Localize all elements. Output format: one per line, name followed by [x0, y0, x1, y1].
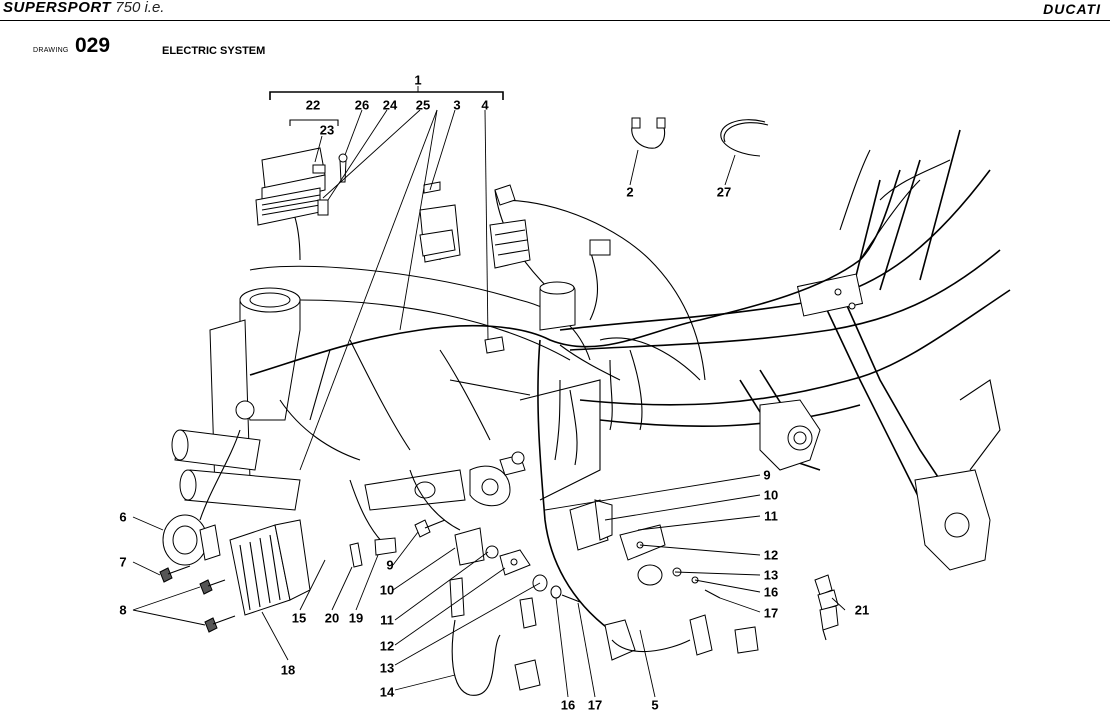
callout-7: 7 — [119, 554, 127, 570]
callout-18: 18 — [280, 662, 296, 678]
cable-tie-27-illustration — [720, 119, 769, 157]
bolts-illustration — [159, 565, 236, 633]
fuse-box-illustration — [255, 147, 348, 226]
callout-24: 24 — [382, 97, 398, 113]
callout-5: 5 — [651, 697, 659, 713]
model-title: SUPERSPORT 750 i.e. — [3, 0, 164, 16]
callout-10-left: 10 — [379, 582, 395, 598]
cable-clip-2-illustration — [631, 117, 666, 149]
drawing-number: 029 — [75, 34, 111, 57]
spark-plug-illustration — [814, 574, 839, 641]
callout-26: 26 — [354, 97, 370, 113]
callout-25: 25 — [415, 97, 431, 113]
model-variant: 750 i.e. — [115, 0, 165, 16]
steering-head-illustration — [171, 265, 601, 511]
callout-11-left: 11 — [380, 612, 394, 628]
drawing-label: DRAWING — [33, 47, 69, 54]
header-rule — [0, 20, 1110, 21]
callout-16-bottom: 16 — [560, 697, 576, 713]
callout-9-left: 9 — [386, 557, 394, 573]
leader-lines — [132, 109, 846, 698]
callout-11-right: 11 — [764, 508, 778, 524]
callout-15: 15 — [291, 610, 307, 626]
frame-illustration — [559, 129, 1011, 571]
group-bracket-22 — [289, 119, 339, 126]
callout-10-right: 10 — [763, 487, 779, 503]
page-header: SUPERSPORT 750 i.e. DUCATI — [0, 0, 1110, 20]
model-name: SUPERSPORT — [3, 0, 112, 16]
callout-6: 6 — [119, 509, 127, 525]
callout-20: 20 — [324, 610, 340, 626]
callout-27: 27 — [716, 184, 732, 200]
group-bracket-1 — [269, 86, 504, 100]
callout-17-bottom: 17 — [587, 697, 603, 713]
callout-1: 1 — [414, 72, 422, 88]
drawing-title: ELECTRIC SYSTEM — [162, 45, 266, 57]
callout-22: 22 — [305, 97, 321, 113]
callout-4: 4 — [481, 97, 489, 113]
callout-2: 2 — [626, 184, 634, 200]
callout-16-right: 16 — [763, 584, 779, 600]
horn-illustration — [162, 514, 221, 566]
callout-14: 14 — [379, 684, 395, 700]
callout-13-left: 13 — [379, 660, 395, 676]
regulator-illustration — [229, 519, 311, 616]
callout-9-right: 9 — [763, 467, 771, 483]
callout-17-right: 17 — [763, 605, 779, 621]
callout-19: 19 — [348, 610, 364, 626]
callout-23: 23 — [319, 122, 335, 138]
callout-12-right: 12 — [763, 547, 779, 563]
sensor-parts-illustration — [349, 499, 759, 696]
relay-illustration — [419, 181, 611, 354]
callout-13-right: 13 — [763, 567, 779, 583]
callout-21: 21 — [854, 602, 870, 618]
callout-8: 8 — [119, 602, 127, 618]
wiring-harness-illustration — [199, 149, 951, 631]
callout-3: 3 — [453, 97, 461, 113]
callout-12-left: 12 — [379, 638, 395, 654]
brand-logo: DUCATI — [1043, 1, 1101, 17]
